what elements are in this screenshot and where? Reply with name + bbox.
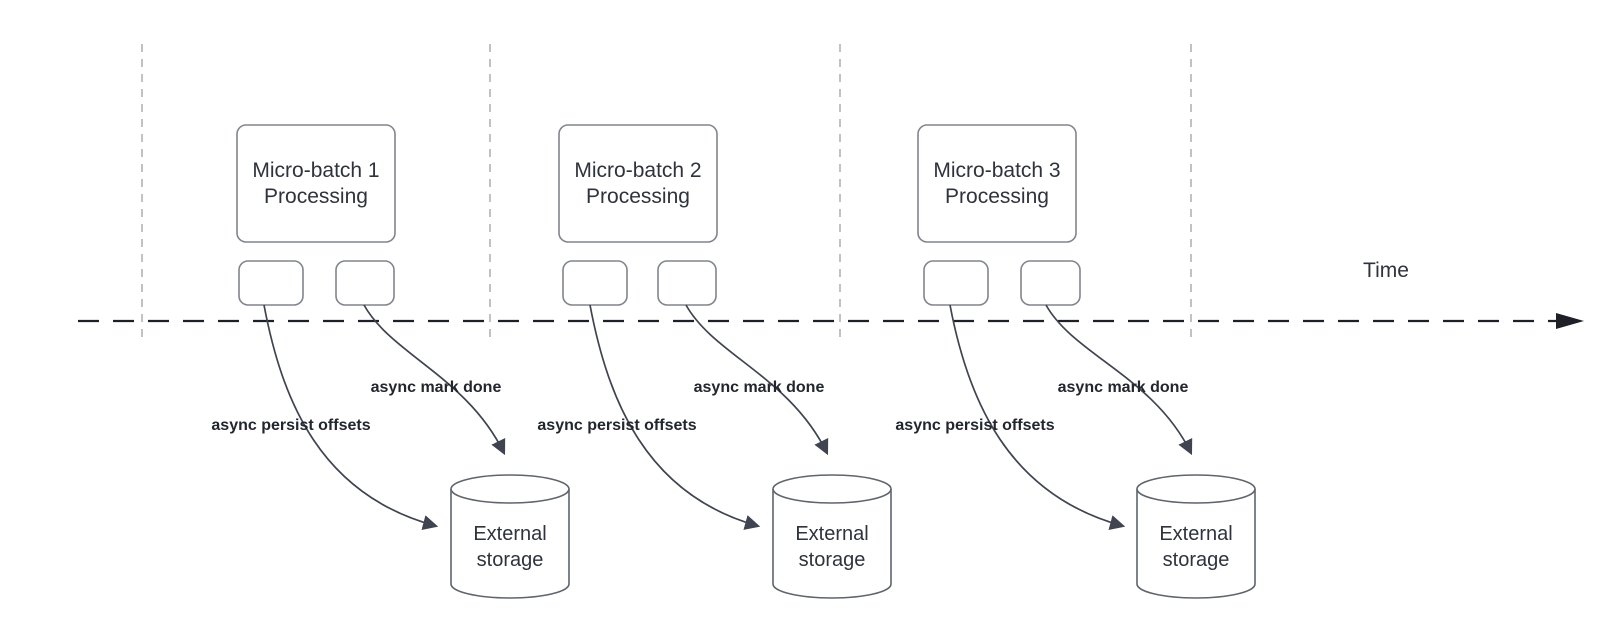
batch-2-persist-label: async persist offsets [537,417,696,434]
micro-batch-3-section: Micro-batch 3 Processing async persist o… [895,124,1256,599]
batch-3-persist-arrow [949,304,1126,530]
batch-1-done-label: async mark done [371,379,502,396]
batch-1-sub-box-left [238,260,304,306]
batch-3-done-label: async mark done [1058,379,1189,396]
batch-2-title-line2: Processing [586,185,690,208]
storage-3-label-line1: External [1159,523,1232,545]
storage-1-label-line2: storage [477,549,544,571]
time-axis-label: Time [1363,259,1409,282]
storage-2-label-line2: storage [799,549,866,571]
storage-2-label-line1: External [795,523,868,545]
batch-1-processing-box [236,124,396,243]
batch-2-title-line1: Micro-batch 2 [574,159,701,182]
batch-2-processing-box [558,124,718,243]
batch-3-sub-box-left [923,260,989,306]
batch-3-title-line2: Processing [945,185,1049,208]
batch-1-title-line2: Processing [264,185,368,208]
batch-3-persist-label: async persist offsets [895,417,1054,434]
batch-2-sub-box-left [562,260,628,306]
batch-2-persist-arrow [589,304,761,530]
batch-2-sub-box-right [657,260,717,306]
batch-3-sub-box-right [1020,260,1081,306]
batch-3-processing-box [917,124,1077,243]
batch-2-done-label: async mark done [694,379,825,396]
batch-1-persist-arrow [263,304,439,531]
batch-1-done-arrow [363,304,506,456]
batch-2-done-arrow [685,304,829,456]
batch-3-title-line1: Micro-batch 3 [933,159,1060,182]
batch-1-persist-label: async persist offsets [211,417,370,434]
micro-batch-2-section: Micro-batch 2 Processing async persist o… [537,124,892,599]
time-axis-arrowhead-icon [1556,313,1584,329]
micro-batch-1-section: Micro-batch 1 Processing async persist o… [211,124,570,599]
external-storage-3-cylinder: External storage [1136,474,1256,599]
batch-3-done-arrow [1045,304,1193,456]
storage-3-label-line2: storage [1163,549,1230,571]
storage-1-label-line1: External [473,523,546,545]
batch-1-title-line1: Micro-batch 1 [252,159,379,182]
external-storage-1-cylinder: External storage [450,474,570,599]
external-storage-2-cylinder: External storage [772,474,892,599]
batch-1-sub-box-right [335,260,395,306]
